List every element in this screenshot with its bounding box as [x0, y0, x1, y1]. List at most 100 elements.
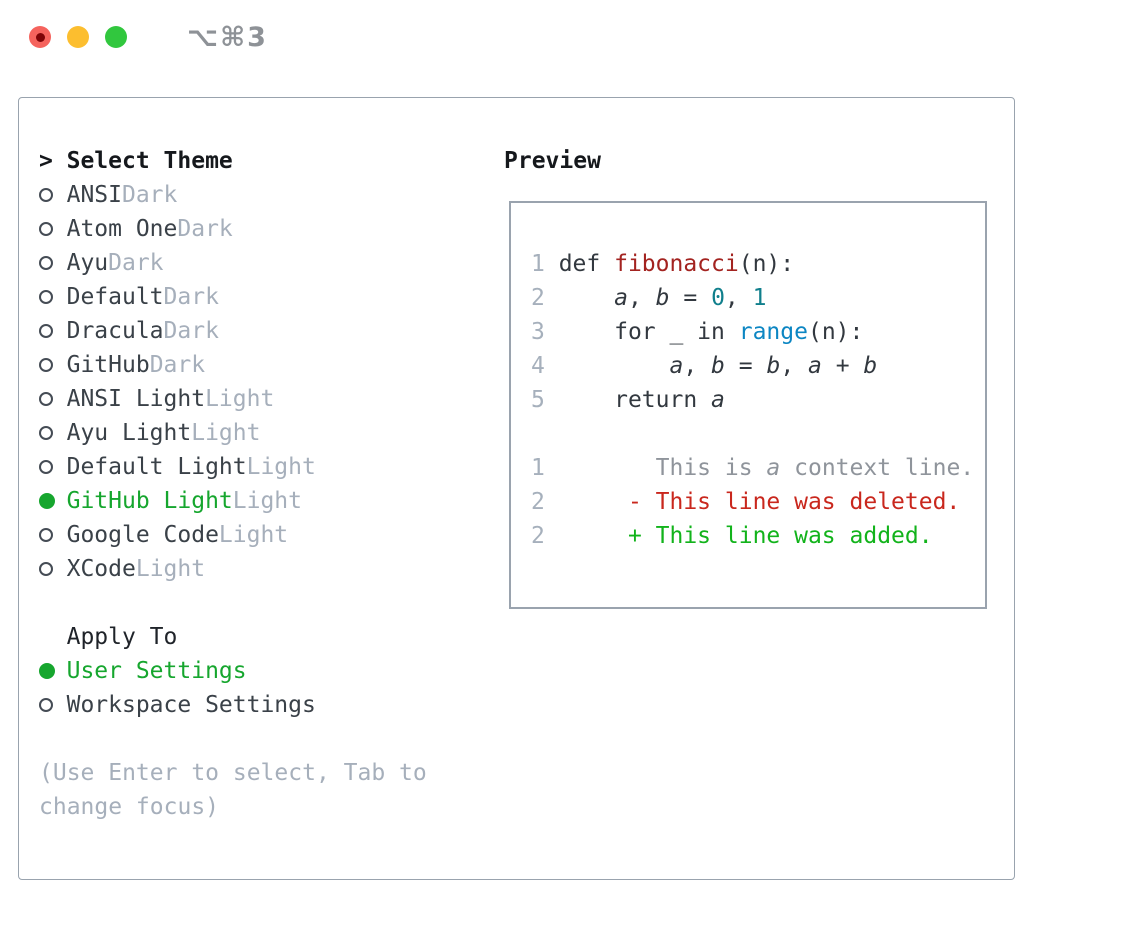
line-number: 1: [531, 455, 559, 481]
line-number: 4: [531, 353, 559, 379]
radio-icon: [39, 528, 53, 542]
code-line: [531, 417, 985, 451]
theme-option-ayu-light[interactable]: Ayu Light Light: [39, 416, 427, 450]
radio-icon: [39, 426, 53, 440]
code-line: 1 This is a context line.: [531, 451, 985, 485]
radio-icon: [39, 188, 53, 202]
spacer: [39, 586, 427, 620]
line-number: [531, 421, 559, 447]
hint-line-2: change focus): [39, 794, 220, 820]
code-token: (n):: [738, 251, 795, 277]
code-token: ,: [627, 285, 656, 311]
code-token: b: [655, 285, 670, 311]
theme-option-dracula[interactable]: Dracula Dark: [39, 314, 427, 348]
apply-to-title: Apply To: [66, 624, 178, 650]
close-dot-icon: [35, 32, 45, 42]
code-token: context line.: [780, 455, 975, 481]
line-number: 3: [531, 319, 559, 345]
theme-option-ansi-light[interactable]: ANSI Light Light: [39, 382, 427, 416]
code-line: 2 a, b = 0, 1: [531, 281, 985, 315]
theme-option-google-code[interactable]: Google Code Light: [39, 518, 427, 552]
line-number: 1: [531, 251, 559, 277]
apply-option-workspace-settings[interactable]: Workspace Settings: [39, 688, 427, 722]
code-token: This is: [558, 455, 767, 481]
code-token: b: [766, 353, 781, 379]
select-theme-title: Select Theme: [66, 148, 233, 174]
option-label: ANSI: [66, 182, 122, 208]
code-line: 4 a, b = b, a + b: [531, 349, 985, 383]
code-token: =: [724, 353, 767, 379]
option-variant-label: Light: [232, 488, 303, 514]
theme-option-default-light[interactable]: Default Light Light: [39, 450, 427, 484]
code-token: [559, 285, 614, 311]
option-variant-label: Light: [218, 522, 289, 548]
prompt-icon: >: [39, 148, 53, 174]
zoom-button[interactable]: [105, 26, 127, 48]
radio-icon: [39, 222, 53, 236]
option-label: Workspace Settings: [66, 692, 316, 718]
line-number: 2: [531, 489, 559, 515]
code-token: + This line was added.: [558, 523, 933, 549]
code-token: - This line was deleted.: [558, 489, 961, 515]
theme-option-atom-one[interactable]: Atom One Dark: [39, 212, 427, 246]
code-token: ,: [780, 353, 809, 379]
option-label: XCode: [66, 556, 136, 582]
option-label: Ayu Light: [66, 420, 192, 446]
radio-icon: [39, 562, 53, 576]
option-variant-label: Dark: [108, 250, 164, 276]
code-token: a: [808, 353, 822, 379]
theme-option-ansi[interactable]: ANSI Dark: [39, 178, 427, 212]
line-number: 2: [531, 523, 559, 549]
theme-option-default[interactable]: Default Dark: [39, 280, 427, 314]
code-token: =: [669, 285, 712, 311]
theme-option-xcode[interactable]: XCode Light: [39, 552, 427, 586]
hint-line-1: (Use Enter to select, Tab to: [39, 760, 427, 786]
close-button[interactable]: [29, 26, 51, 48]
code-token: 0: [711, 285, 725, 311]
apply-option-user-settings[interactable]: User Settings: [39, 654, 427, 688]
select-theme-header: > Select Theme: [39, 144, 427, 178]
option-label: GitHub: [66, 352, 150, 378]
radio-icon: [39, 324, 53, 338]
option-label: User Settings: [66, 658, 247, 684]
radio-selected-icon: [39, 663, 55, 679]
code-token: for _ in: [558, 319, 739, 345]
minimize-button[interactable]: [67, 26, 89, 48]
option-variant-label: Light: [246, 454, 316, 480]
option-variant-label: Dark: [121, 182, 178, 208]
code-token: a: [614, 285, 628, 311]
code-token: +: [821, 353, 864, 379]
radio-icon: [39, 460, 53, 474]
option-variant-label: Dark: [163, 318, 219, 344]
code-line: 5 return a: [531, 383, 985, 417]
radio-icon: [39, 358, 53, 372]
option-variant-label: Dark: [163, 284, 219, 310]
code-line: 2 + This line was added.: [531, 519, 985, 553]
theme-option-github-light[interactable]: GitHub Light Light: [39, 484, 427, 518]
option-variant-label: Light: [135, 556, 206, 582]
option-label: Ayu: [66, 250, 109, 276]
code-token: fibonacci: [614, 251, 739, 277]
code-token: b: [863, 353, 878, 379]
code-token: [559, 353, 670, 379]
radio-icon: [39, 698, 53, 712]
option-label: GitHub Light: [66, 488, 233, 514]
line-number: 2: [531, 285, 559, 311]
theme-option-ayu[interactable]: Ayu Dark: [39, 246, 427, 280]
option-label: Default: [66, 284, 164, 310]
code-line: 1 def fibonacci(n):: [531, 247, 985, 281]
code-token: 1: [752, 285, 767, 311]
code-token: a: [669, 353, 684, 379]
theme-option-github[interactable]: GitHub Dark: [39, 348, 427, 382]
radio-selected-icon: [39, 493, 55, 509]
code-token: ,: [683, 353, 712, 379]
radio-icon: [39, 392, 53, 406]
radio-icon: [39, 256, 53, 270]
code-token: range: [738, 319, 808, 345]
